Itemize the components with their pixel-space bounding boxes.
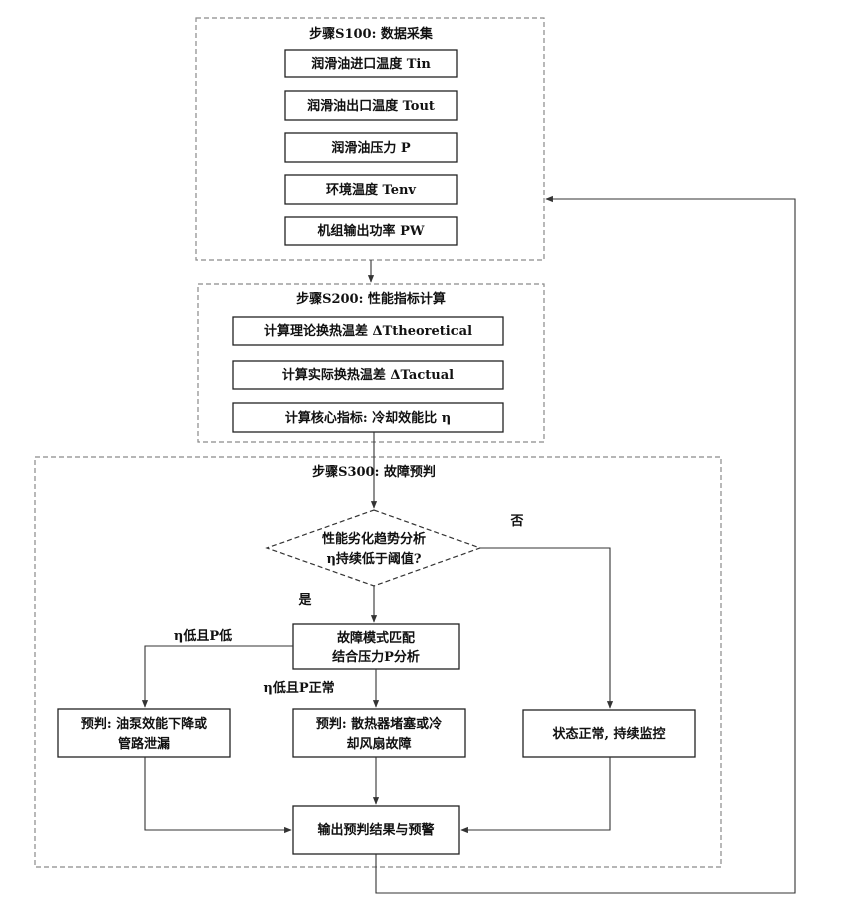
edge-normal-to-output [461, 757, 610, 830]
node-tenv: 环境温度 Tenv [326, 182, 416, 198]
node-match-line1: 故障模式匹配 [337, 630, 415, 646]
group-s200-title: 步骤S200: 性能指标计算 [296, 291, 446, 307]
node-pump-line1: 预判: 油泵效能下降或 [81, 716, 207, 732]
node-match-line2: 结合压力P分析 [332, 649, 420, 665]
decision-line2: η持续低于阈值? [326, 551, 421, 567]
node-calc-actual: 计算实际换热温差 ΔTactual [282, 367, 454, 383]
edge-low-p [145, 646, 293, 707]
edge-pump-to-output [145, 757, 291, 830]
node-tout: 润滑油出口温度 Tout [307, 98, 435, 114]
node-pressure: 润滑油压力 P [331, 140, 411, 156]
decision-diamond [267, 510, 480, 586]
edge-decision-no [480, 548, 610, 708]
node-output: 输出预判结果与预警 [317, 822, 434, 838]
decision-line1: 性能劣化趋势分析 [322, 531, 426, 547]
node-pump-line2: 管路泄漏 [118, 736, 170, 752]
node-tin: 润滑油进口温度 Tin [311, 56, 431, 72]
node-power: 机组输出功率 PW [318, 223, 425, 239]
node-radiator-line1: 预判: 散热器堵塞或冷 [316, 716, 442, 732]
label-low-eta-normal-p: η低且P正常 [263, 680, 334, 696]
label-no: 否 [509, 514, 523, 529]
node-calc-theoretical: 计算理论换热温差 ΔTtheoretical [264, 323, 472, 339]
group-s100-title: 步骤S100: 数据采集 [309, 26, 434, 42]
node-radiator-line2: 却风扇故障 [346, 736, 411, 752]
node-calc-core: 计算核心指标: 冷却效能比 η [285, 410, 451, 426]
label-yes: 是 [297, 593, 312, 608]
label-low-eta-low-p: η低且P低 [174, 628, 232, 644]
node-normal: 状态正常, 持续监控 [552, 726, 665, 742]
